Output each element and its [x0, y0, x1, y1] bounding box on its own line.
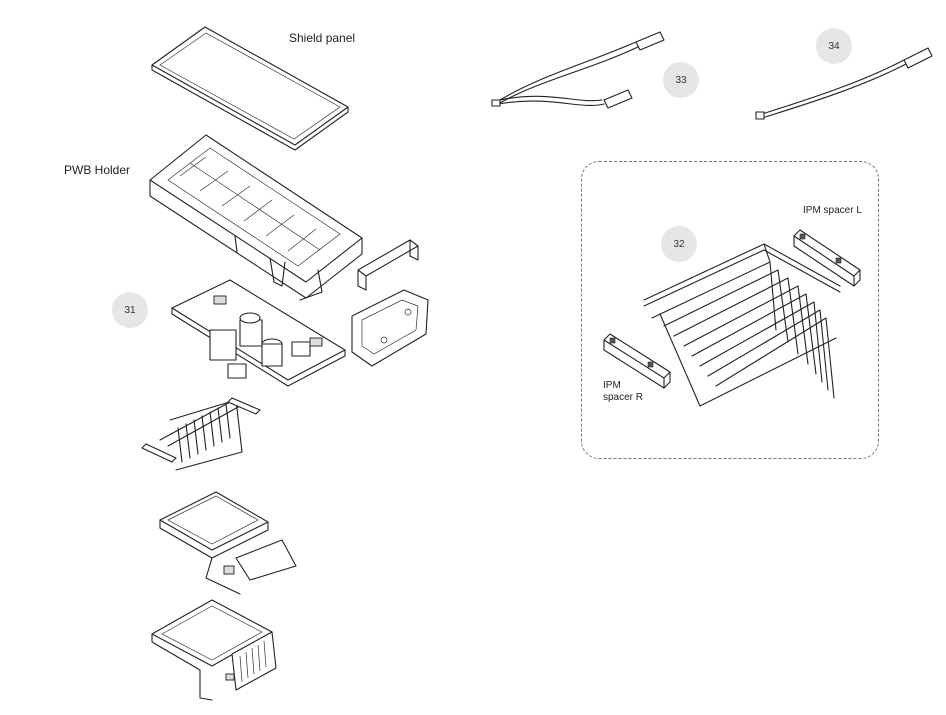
large-heatsink-part [643, 243, 841, 407]
side-plate-part [351, 289, 429, 367]
small-heatsink-part [141, 397, 261, 471]
callout-34: 34 [816, 28, 852, 64]
ipm-spacer-r-label-line1: IPM [603, 380, 621, 391]
callout-32: 32 [661, 226, 697, 262]
bracket-part [357, 239, 419, 291]
sensor-cable-34-part [755, 47, 933, 120]
shield-panel-label: Shield panel [289, 31, 356, 45]
callout-33: 33 [663, 62, 699, 98]
pcb-board-part [171, 279, 346, 387]
ipm-spacer-l-part [793, 229, 861, 287]
housing-part [151, 599, 277, 701]
ipm-spacer-r-label-line2: spacer R [603, 392, 644, 403]
tray-part [159, 491, 297, 595]
pwb-holder-label: PWB Holder [64, 163, 131, 177]
pwb-holder-part [149, 134, 363, 301]
ipm-spacer-r-part [603, 333, 671, 389]
sensor-cable-33-part [491, 31, 665, 109]
shield-panel-part [151, 26, 349, 151]
callout-31: 31 [112, 292, 148, 328]
ipm-spacer-l-label: IPM spacer L [803, 205, 862, 216]
ipm-spacer-detail-box [581, 161, 879, 459]
